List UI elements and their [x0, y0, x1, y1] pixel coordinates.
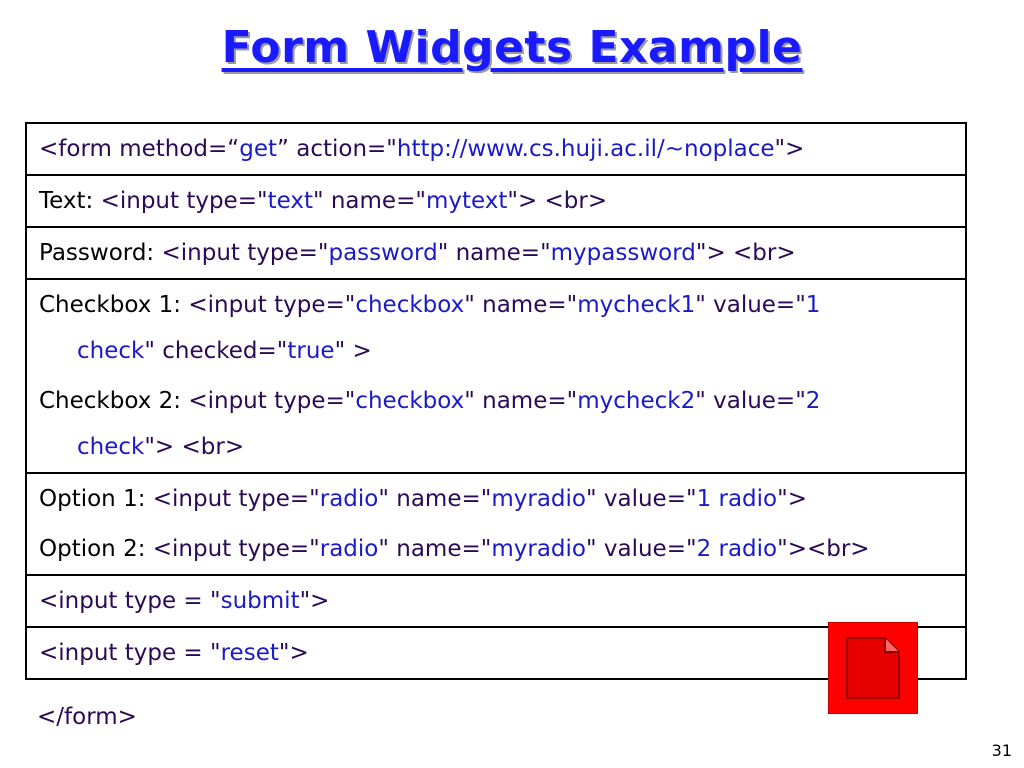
code-tag: " name=" — [464, 292, 578, 318]
row-label: Checkbox 1: — [39, 292, 189, 318]
code-tag: "> — [774, 136, 805, 162]
code-tag: <form method=“ — [39, 136, 240, 162]
checkbox1-line: Checkbox 1: <input type="checkbox" name=… — [39, 280, 955, 330]
submit-row: <input type = "submit"> — [27, 576, 965, 628]
code-tag: <input type=" — [100, 188, 268, 214]
code-value: checkbox — [355, 388, 465, 414]
document-icon-graphic — [846, 637, 900, 699]
row-label: Option 2: — [39, 536, 153, 562]
code-tag: "> <br> — [695, 240, 796, 266]
row-label: Text: — [39, 188, 101, 214]
code-table: <form method=“get” action="http://www.cs… — [25, 122, 967, 680]
code-value: mytext — [425, 188, 508, 214]
document-icon[interactable] — [828, 622, 918, 714]
code-tag: " value=" — [695, 292, 806, 318]
code-value: password — [328, 240, 438, 266]
code-value: check — [77, 434, 145, 460]
code-value: 1 — [805, 292, 821, 318]
code-value: 1 radio — [696, 486, 778, 512]
code-value: radio — [319, 536, 379, 562]
code-value: myradio — [491, 536, 586, 562]
form-close-tag: </form> — [37, 704, 137, 730]
form-open-row: <form method=“get” action="http://www.cs… — [27, 124, 965, 176]
row-label: Password: — [39, 240, 162, 266]
code-value: http://www.cs.huji.ac.il/~noplace — [396, 136, 775, 162]
code-tag: "> — [777, 486, 807, 512]
code-tag: " > — [334, 338, 372, 364]
code-value: 2 — [805, 388, 821, 414]
code-tag: " value=" — [585, 486, 697, 512]
code-tag: ” action=" — [277, 136, 397, 162]
code-value: checkbox — [355, 292, 465, 318]
code-tag: " name=" — [312, 188, 426, 214]
row-label: Checkbox 2: — [39, 388, 189, 414]
code-tag: "> — [278, 640, 309, 666]
code-value: radio — [319, 486, 379, 512]
code-value: reset — [220, 640, 279, 666]
code-value: check — [77, 338, 145, 364]
code-tag: <input type = " — [39, 588, 221, 614]
password-input-row: Password: <input type="password" name="m… — [27, 228, 965, 280]
page-number: 31 — [991, 741, 1012, 760]
option1-line: Option 1: <input type="radio" name="myra… — [39, 474, 955, 524]
text-input-row: Text: <input type="text" name="mytext"> … — [27, 176, 965, 228]
code-value: mypassword — [550, 240, 696, 266]
code-value: text — [267, 188, 313, 214]
code-tag: <input type=" — [152, 536, 320, 562]
checkbox2-line-cont: check"> <br> — [39, 422, 955, 472]
code-tag: " name=" — [464, 388, 578, 414]
code-value: myradio — [491, 486, 586, 512]
option2-line: Option 2: <input type="radio" name="myra… — [39, 524, 955, 574]
checkbox-row: Checkbox 1: <input type="checkbox" name=… — [27, 280, 965, 474]
code-tag: <input type = " — [39, 640, 221, 666]
code-tag: "> — [299, 588, 330, 614]
code-tag: " name=" — [378, 486, 492, 512]
slide-title: Form Widgets Example — [221, 22, 803, 73]
code-tag: <input type=" — [188, 292, 356, 318]
code-tag: " checked=" — [144, 338, 288, 364]
code-value: 2 radio — [696, 536, 778, 562]
code-tag: " value=" — [585, 536, 697, 562]
code-value: mycheck1 — [577, 292, 696, 318]
code-tag: <input type=" — [188, 388, 356, 414]
code-tag: "> <br> — [507, 188, 608, 214]
checkbox2-line: Checkbox 2: <input type="checkbox" name=… — [39, 376, 955, 426]
checkbox1-line-cont: check" checked="true" > — [39, 326, 955, 376]
reset-row: <input type = "reset"> — [27, 628, 965, 680]
code-value: submit — [220, 588, 300, 614]
code-tag: "> <br> — [144, 434, 245, 460]
radio-row: Option 1: <input type="radio" name="myra… — [27, 474, 965, 576]
code-value: true — [287, 338, 335, 364]
code-value: get — [239, 136, 277, 162]
code-tag: <input type=" — [161, 240, 329, 266]
code-tag: "><br> — [777, 536, 870, 562]
code-tag: <input type=" — [152, 486, 320, 512]
row-label: Option 1: — [39, 486, 153, 512]
code-value: mycheck2 — [577, 388, 696, 414]
code-tag: " value=" — [695, 388, 806, 414]
code-tag: " name=" — [437, 240, 551, 266]
code-tag: " name=" — [378, 536, 492, 562]
